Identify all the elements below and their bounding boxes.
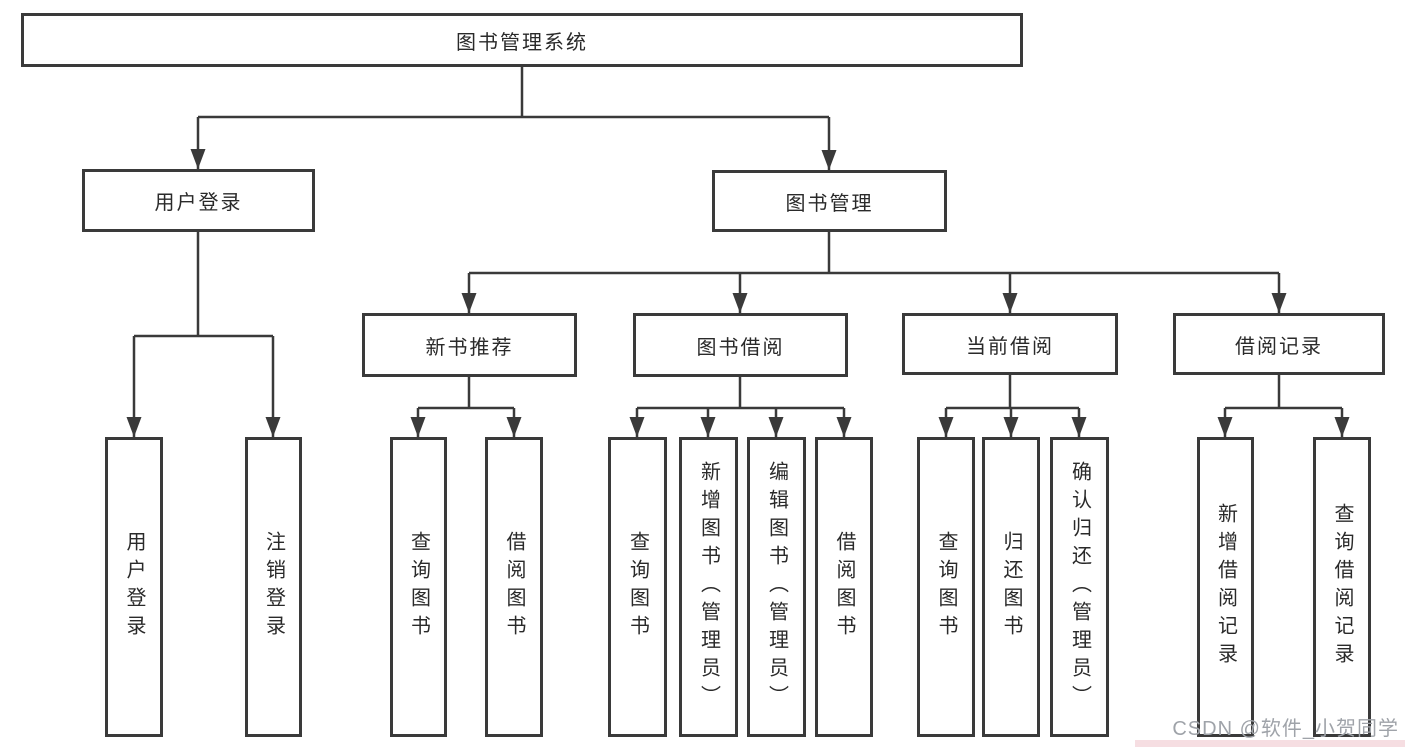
node-new-book-rec: 新书推荐 [362, 313, 577, 377]
leaf-logout-label: 注销登录 [262, 531, 285, 643]
node-current-borrow: 当前借阅 [902, 313, 1118, 375]
node-new-book-rec-label: 新书推荐 [425, 336, 514, 359]
watermark: CSDN @软件_小贺同学 [1172, 718, 1399, 740]
connector-root-to-level2 [196, 67, 831, 170]
leaf-record-add: 新增借阅记录 [1197, 437, 1254, 737]
node-root-label: 图书管理系统 [456, 31, 588, 54]
leaf-current-query-label: 查询图书 [935, 531, 957, 643]
node-book-borrow: 图书借阅 [633, 313, 848, 377]
leaf-borrow-edit-admin-label: 编辑图书（管理员） [765, 461, 788, 713]
leaf-borrow-book: 借阅图书 [815, 437, 873, 737]
watermark-tint [1135, 740, 1405, 747]
leaf-newbook-borrow-label: 借阅图书 [503, 531, 525, 643]
arrowheads [126, 149, 1350, 437]
leaf-current-confirm-admin: 确认归还（管理员） [1050, 437, 1109, 737]
leaf-newbook-query-label: 查询图书 [407, 531, 430, 643]
leaf-current-return: 归还图书 [982, 437, 1040, 737]
leaf-newbook-query: 查询图书 [390, 437, 447, 737]
connector-bookmgmt-to-level3 [467, 232, 1281, 313]
leaf-newbook-borrow: 借阅图书 [485, 437, 543, 737]
leaf-user-login: 用户登录 [105, 437, 163, 737]
node-user-login-label: 用户登录 [154, 192, 243, 214]
leaf-borrow-query-label: 查询图书 [626, 531, 649, 643]
leaf-record-query-label: 查询借阅记录 [1331, 503, 1353, 671]
connector-bookborrow-to-leaves [635, 377, 846, 437]
node-root: 图书管理系统 [21, 13, 1023, 67]
node-borrow-record: 借阅记录 [1173, 313, 1385, 375]
leaf-borrow-book-label: 借阅图书 [833, 531, 855, 643]
node-book-mgmt: 图书管理 [712, 170, 947, 232]
leaf-borrow-add-admin-label: 新增图书（管理员） [697, 461, 720, 713]
leaf-borrow-query: 查询图书 [608, 437, 667, 737]
node-borrow-record-label: 借阅记录 [1235, 335, 1323, 358]
leaf-borrow-edit-admin: 编辑图书（管理员） [747, 437, 806, 737]
leaf-current-confirm-admin-label: 确认归还（管理员） [1068, 461, 1091, 713]
leaf-record-query: 查询借阅记录 [1313, 437, 1371, 737]
node-user-login: 用户登录 [82, 169, 315, 232]
connector-userlogin-to-leaves [132, 232, 275, 437]
connector-borrowrecord-to-leaves [1223, 375, 1344, 437]
leaf-current-return-label: 归还图书 [1000, 531, 1022, 643]
leaf-current-query: 查询图书 [917, 437, 975, 737]
node-current-borrow-label: 当前借阅 [966, 335, 1054, 358]
leaf-record-add-label: 新增借阅记录 [1214, 503, 1237, 671]
leaf-user-login-label: 用户登录 [123, 531, 145, 643]
node-book-mgmt-label: 图书管理 [785, 192, 874, 215]
leaf-borrow-add-admin: 新增图书（管理员） [679, 437, 738, 737]
connector-newbook-to-leaves [416, 377, 516, 437]
node-book-borrow-label: 图书借阅 [696, 336, 785, 359]
leaf-logout: 注销登录 [245, 437, 302, 737]
